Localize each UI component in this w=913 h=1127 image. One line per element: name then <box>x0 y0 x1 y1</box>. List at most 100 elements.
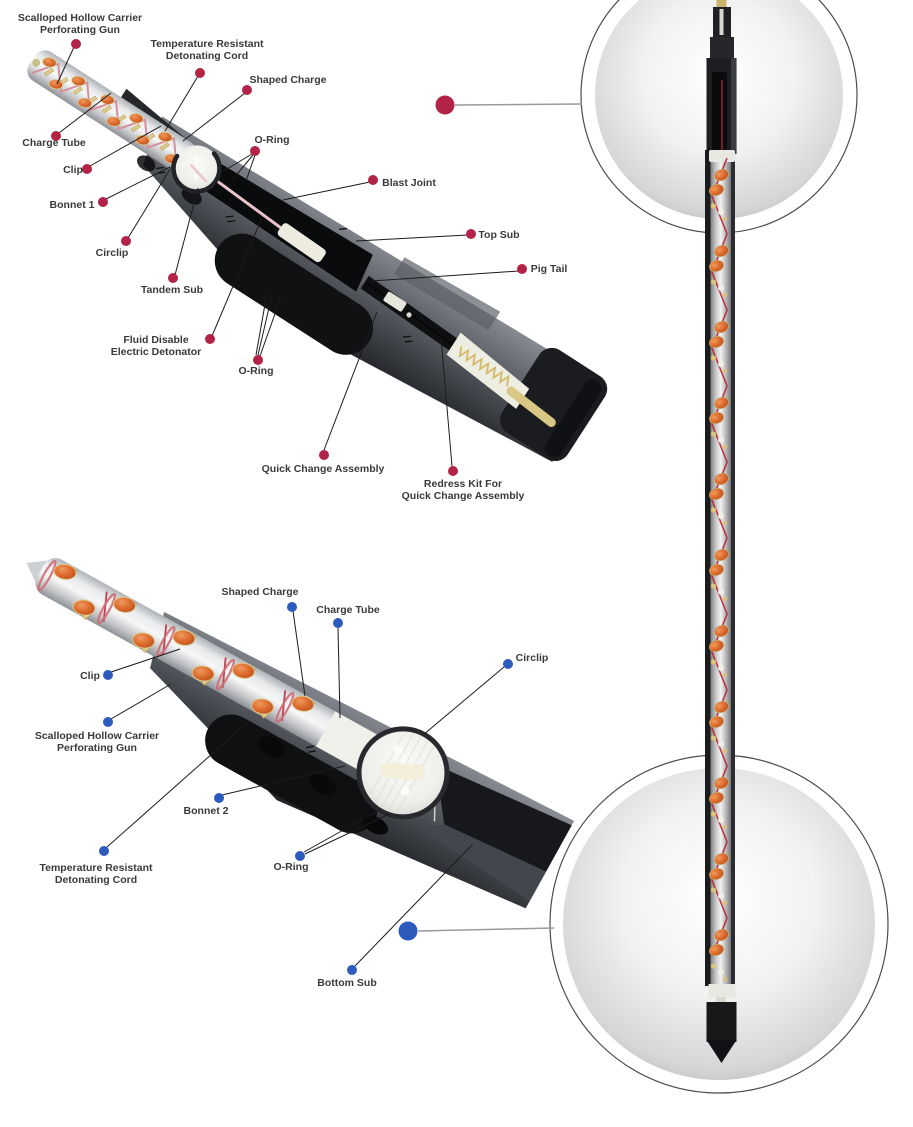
bonnet-hole <box>193 156 200 162</box>
charge-tube-bottom-dot <box>333 618 343 628</box>
label-line: Detonating Cord <box>55 874 137 886</box>
shaped-charge <box>232 662 255 679</box>
shaped-charge <box>191 665 215 682</box>
shaped-charge <box>709 564 724 576</box>
leader-line <box>106 721 249 848</box>
thread-marks <box>155 166 413 343</box>
bonnet-hole <box>718 209 724 215</box>
leader-line <box>304 813 390 855</box>
label-pig-tail: Pig Tail <box>370 263 568 282</box>
shaped-charge <box>714 473 729 485</box>
tool-upper-edge <box>731 58 736 154</box>
shaped-charge <box>42 57 57 68</box>
o-ring-mid-label: O-Ring <box>239 365 274 377</box>
label-line: Clip <box>63 164 83 176</box>
shaped-charge-top-dot <box>242 85 252 95</box>
tube-tip <box>32 58 41 67</box>
label-o-ring-top: O-Ring <box>221 134 290 182</box>
shaped-charge <box>714 169 729 181</box>
leader-line <box>259 296 282 357</box>
carrier-scoop-cut <box>435 764 572 872</box>
o-ring-bottom-label: O-Ring <box>274 861 309 873</box>
bonnet-1-label: Bonnet 1 <box>50 199 95 211</box>
bonnet-hole <box>718 817 724 823</box>
charge-clip <box>101 105 112 114</box>
shaped-charge <box>158 131 173 142</box>
label-line: Pig Tail <box>531 263 568 275</box>
label-line: Electric Detonator <box>111 346 201 358</box>
label-clip-top: Clip <box>63 125 162 176</box>
shaped-charge <box>709 488 724 500</box>
top-sub-label: Top Sub <box>478 229 519 241</box>
shaped-charge <box>72 599 96 616</box>
charge-clip <box>159 142 170 151</box>
shaped-charge <box>709 716 724 728</box>
label-line: O-Ring <box>255 134 290 146</box>
label-tandem-sub: Tandem Sub <box>141 187 203 296</box>
charge-tube-top-dot <box>51 131 61 141</box>
shaped-charge <box>106 116 121 127</box>
leader-line <box>303 808 382 853</box>
label-charge-tube-top: Charge Tube <box>22 92 112 149</box>
label-line: Circlip <box>96 247 129 259</box>
bonnet-2-dot <box>214 793 224 803</box>
charge-clip <box>722 672 728 678</box>
charge-clip <box>710 431 717 437</box>
label-line: Charge Tube <box>22 137 86 149</box>
shaped-charge <box>714 853 729 865</box>
shaped-charge <box>709 412 724 424</box>
charge-clip <box>710 963 717 969</box>
bonnet-hole <box>718 969 724 975</box>
shaped-charge <box>132 632 156 649</box>
o-ring-mid-dot <box>253 355 263 365</box>
label-circlip-bottom: Circlip <box>422 652 548 736</box>
o-ring-bottom-dot <box>295 851 305 861</box>
shaped-charge <box>714 321 729 333</box>
pig-tail-dot <box>517 264 527 274</box>
label-line: Shaped Charge <box>249 74 326 86</box>
cord-ring <box>215 658 236 691</box>
leader-line <box>422 666 505 736</box>
tool-bottom-collar <box>708 984 736 998</box>
charge-clip <box>710 583 717 589</box>
bottom-sub-label: Bottom Sub <box>317 977 377 989</box>
label-line: Perforating Gun <box>40 24 120 36</box>
bonnet-hole <box>718 285 724 291</box>
tool-bottom-sub <box>706 1002 737 1042</box>
tool-top-collar <box>709 150 735 162</box>
shaped-charges-row <box>31 57 185 167</box>
leader-line <box>245 154 256 182</box>
label-line: Perforating Gun <box>57 742 137 754</box>
label-circlip-top: Circlip <box>96 165 173 259</box>
shaped-charge <box>291 695 315 712</box>
charge-clip <box>710 279 717 285</box>
label-line: Clip <box>80 670 100 682</box>
shaped-charge-top-label: Shaped Charge <box>249 74 326 86</box>
charge-clip <box>130 123 141 133</box>
shaped-charge <box>709 260 724 272</box>
circlip-bottom-dot <box>503 659 513 669</box>
shaped-charges-row <box>37 559 316 724</box>
bonnet-disk <box>173 145 220 192</box>
shaped-charge <box>714 549 729 561</box>
shaped-charge <box>714 625 729 637</box>
charge-clip <box>710 507 717 513</box>
leader-line <box>355 234 469 242</box>
label-blast-joint: Blast Joint <box>282 175 436 201</box>
charge-clip <box>722 292 728 298</box>
label-line: Top Sub <box>478 229 519 241</box>
label-shaped-charge-top: Shaped Charge <box>182 74 327 142</box>
leader-line <box>282 181 371 201</box>
carrier-under-cylinder <box>205 714 378 834</box>
scallop-recess <box>362 815 389 835</box>
tandem-sub-label: Tandem Sub <box>141 284 203 296</box>
charge-clip <box>710 659 717 665</box>
bonnet-hole <box>192 174 199 181</box>
bonnet-1-dot <box>98 197 108 207</box>
leader-line <box>58 92 112 134</box>
